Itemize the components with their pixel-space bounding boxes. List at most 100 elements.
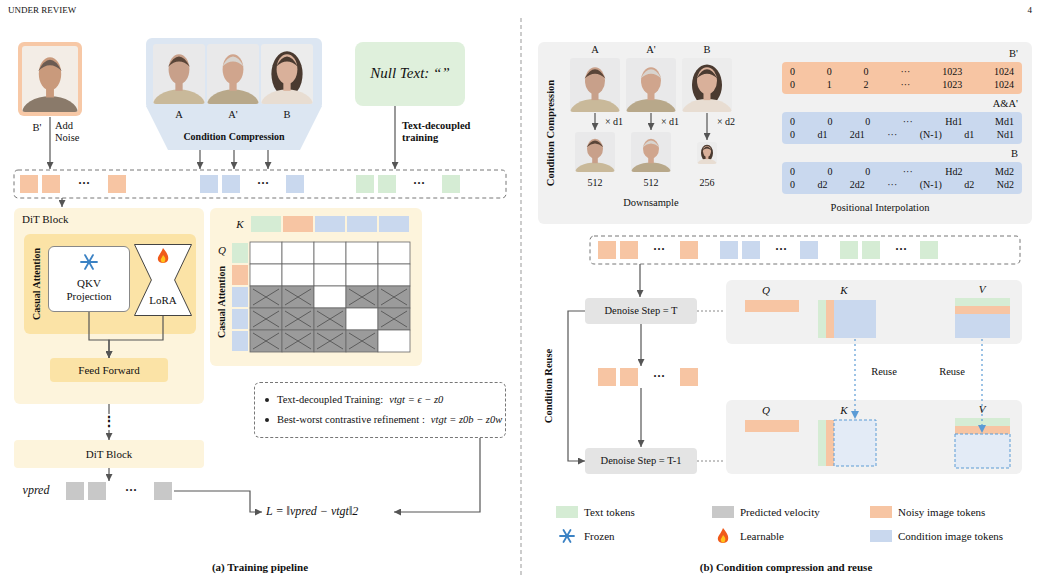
ellipsis: ··· [257,177,269,191]
attention-kv-panel: QKV [726,400,1022,474]
portrait-photo [22,46,78,112]
node-text: K [236,218,243,231]
token-block [800,241,818,259]
shape-path [135,245,192,316]
node-text: K [840,404,847,417]
bullet-dot [265,418,269,422]
node-text: Casual Attention [31,248,43,320]
mask-cross [349,289,375,305]
fire-icon [718,528,728,543]
token-sequence [14,170,506,198]
ellipsis: ··· [895,243,907,257]
loss-target-box: Text-decoupled Training:vtgt = ϵ − z0Bes… [254,382,506,438]
node-text: vtgt = z0b − z0w [431,414,502,426]
reused-token-block [834,420,876,466]
legend-text: Condition image tokens [898,530,1003,543]
feed-forward-box: Feed Forward [50,358,168,382]
legend-swatch [870,530,892,542]
arrow-line [594,113,595,130]
token-block [442,175,460,193]
token-block [818,420,826,466]
node-text: V [979,403,986,416]
mask-cell [314,264,346,286]
ellipsis: ··· [653,243,665,257]
position-id-table: B0 0 0 ··· Hd2 Md20 d2 2d2 ··· (N-1) d2 … [782,162,1022,194]
leader-line [697,311,725,312]
node-text: Condition Compression [545,80,557,186]
token-block [232,265,248,285]
mask-cell [250,286,282,308]
mask-cell [282,286,314,308]
mask-cell [378,330,410,352]
connector-arrow [89,312,109,358]
mask-cross [381,311,407,327]
node-text: × d1 [661,116,679,128]
mask-cell [346,308,378,330]
mask-cell [282,242,314,264]
token-block [620,368,638,386]
node-text: A' [646,44,655,56]
mask-cell [346,330,378,352]
node-text: A [591,44,599,56]
mask-cross [285,333,311,349]
node-text: B' [1009,48,1018,60]
token-block [745,300,799,312]
node-text: Denoise Step = T-1 [601,455,682,467]
node-text: × d2 [717,116,735,128]
reuse-arrow [854,339,855,419]
token-block [154,482,172,500]
arrow-line [49,117,50,169]
bullet-row: Best-worst contrastive refinement :vtgt … [265,410,495,430]
node-text: Q [762,284,770,297]
token-block [955,314,1010,338]
node-text: Feed Forward [78,364,139,377]
portrait-photo [575,132,615,172]
token-block [720,241,738,259]
node-text: Best-worst contrastive refinement : [277,414,425,426]
mask-cross [381,289,407,305]
node-text: × d1 [605,116,623,128]
token-block [232,331,248,351]
arrow-line [650,113,651,130]
step-label: Add Noise [55,120,93,144]
node-text: K [840,284,847,297]
reuse-label: Reuse [939,366,965,378]
step-label: Text-decoupled training [402,120,490,144]
node-text: Null Text: “” [370,65,449,82]
portrait-photo [207,44,259,104]
variable-label: vpred [23,484,50,498]
node-text: Casual Attention [216,266,228,338]
token-block [742,241,760,259]
mask-cell [378,308,410,330]
shape-path [146,106,322,150]
node-text: 0 0 0 ··· Hd1 Md1 [790,115,1014,128]
portrait-photo [631,132,671,172]
arrow-line [199,150,200,169]
token-block [955,418,1010,426]
token-block [862,241,880,259]
portrait-photo [682,58,732,112]
mask-cell [250,242,282,264]
image-frame [18,42,82,116]
mask-cell [282,264,314,286]
legend-text: Learnable [740,530,784,543]
token-block [283,216,313,232]
node-text: Condition Compression [183,131,284,143]
mask-cell [346,286,378,308]
node-text: A [175,109,183,121]
arrow-line [61,198,62,207]
token-block [955,298,1010,306]
legend-swatch [712,506,734,518]
token-block [315,216,345,232]
reused-token-block [955,434,1010,468]
token-block [108,175,126,193]
mask-cell [250,264,282,286]
token-block [232,309,248,329]
portrait-photo [261,44,313,104]
reuse-label: Reuse [871,366,897,378]
mask-cross [253,333,279,349]
mask-cross [317,333,343,349]
token-block [680,241,698,259]
arrow-line [394,438,480,512]
